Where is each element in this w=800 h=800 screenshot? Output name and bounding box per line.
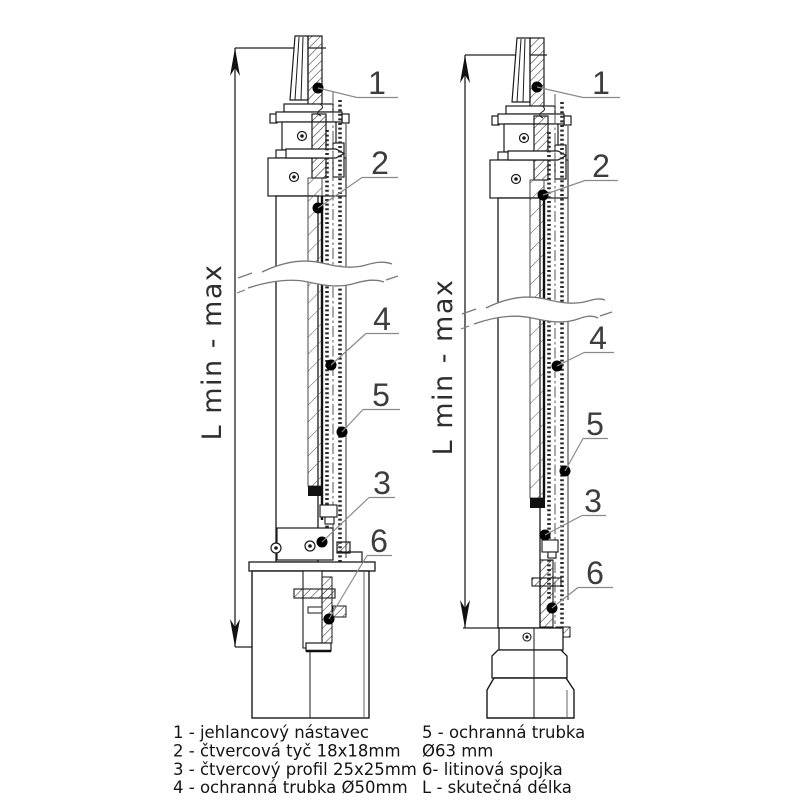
figure-left: L min - max	[197, 35, 400, 719]
pyramid-cap-right	[511, 37, 531, 103]
callouts-left: 1 2 4 5 3 6	[312, 65, 400, 625]
arrow-up-icon	[460, 55, 470, 83]
callout-6-num: 6	[586, 555, 604, 591]
callout-3-right: 3	[539, 483, 606, 541]
callout-1-num: 1	[592, 65, 610, 101]
callout-5-num: 5	[586, 406, 604, 442]
callout-5-left: 5	[336, 377, 400, 438]
break-lines-right	[460, 296, 613, 330]
callout-6-right: 6	[546, 555, 613, 614]
figure-right: L min - max	[428, 37, 620, 719]
head-assembly-left	[267, 103, 350, 197]
arrow-down-icon	[230, 619, 240, 647]
break-lines-left	[236, 260, 399, 294]
container-left	[248, 561, 376, 719]
legend-left-line-1: 1 - jehlancový nástavec	[173, 723, 369, 742]
dimension-right: L min - max	[428, 54, 547, 629]
legend-right-line-3: 6- litinová spojka	[422, 760, 563, 779]
legend-right-line-4: L - skutečná délka	[422, 778, 572, 797]
dimension-left: L min - max	[197, 47, 331, 648]
dim-label-left: L min - max	[197, 264, 228, 441]
callout-1-num: 1	[368, 65, 386, 101]
legend-left-line-3: 3 - čtvercový profil 25x25mm	[173, 760, 417, 779]
protective-tube-left	[275, 92, 347, 606]
legend-right-line-2: Ø63 mm	[422, 742, 493, 761]
callout-2-right: 2	[537, 148, 618, 201]
callout-6-left: 6	[323, 523, 392, 625]
pyramid-cap-left	[289, 35, 309, 101]
callout-4-right: 4	[551, 320, 614, 372]
callout-6-num: 6	[370, 523, 388, 559]
callout-2-num: 2	[592, 148, 610, 184]
callout-3-num: 3	[584, 483, 602, 519]
dim-label-right: L min - max	[428, 279, 459, 456]
callout-4-left: 4	[325, 301, 399, 371]
callout-1-right: 1	[531, 65, 620, 101]
callout-5-num: 5	[372, 377, 390, 413]
callout-4-num: 4	[589, 320, 607, 356]
callouts-right: 1 2 4 5 3 6	[531, 65, 620, 614]
clamp-block-left	[270, 527, 363, 562]
arrow-down-icon	[460, 600, 470, 628]
legend-left-line-2: 2 - čtvercová tyč 18x18mm	[173, 742, 401, 761]
callout-2-num: 2	[371, 145, 389, 181]
legend-right-line-1: 5 - ochranná trubka	[422, 723, 585, 742]
legend: 1 - jehlancový nástavec 2 - čtvercová ty…	[173, 723, 585, 797]
callout-4-num: 4	[373, 301, 391, 337]
callout-1-left: 1	[312, 65, 398, 101]
callout-5-right: 5	[559, 406, 608, 477]
callout-3-left: 3	[316, 465, 395, 548]
callout-3-num: 3	[373, 465, 391, 501]
callout-2-left: 2	[312, 145, 398, 214]
arrow-up-icon	[230, 48, 240, 76]
legend-left-line-4: 4 - ochranná trubka Ø50mm	[173, 778, 408, 797]
